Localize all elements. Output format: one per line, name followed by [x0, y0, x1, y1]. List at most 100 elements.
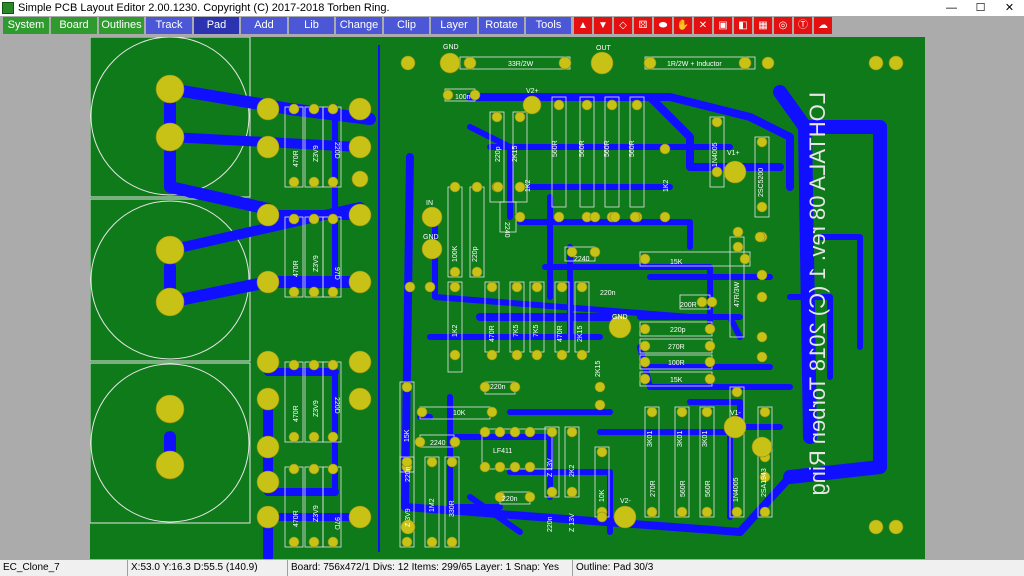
add-menu-button[interactable]: Add	[241, 17, 287, 34]
label-z3v9-a: Z3V9	[313, 145, 320, 162]
diamond-icon[interactable]: ◇	[614, 17, 632, 34]
label-220n-d: 220n	[405, 466, 412, 482]
outlines-menu-button[interactable]: Outlines	[99, 17, 144, 34]
label-470r-b: 470R	[293, 260, 300, 277]
label-z13v-a: Z 13V	[547, 458, 554, 477]
label-gnd: GND	[443, 44, 459, 51]
label-gnd-3: GND	[612, 314, 628, 321]
maximize-button[interactable]: ☐	[975, 2, 986, 14]
grid-icon[interactable]: ▦	[754, 17, 772, 34]
outline-left-boxes	[90, 37, 251, 524]
half-pad-icon[interactable]: ◧	[734, 17, 752, 34]
square-pad-icon[interactable]: ▣	[714, 17, 732, 34]
label-1n4005-b: 1N4005	[733, 477, 740, 502]
board-menu-button[interactable]: Board	[51, 17, 97, 34]
label-1m2: 1M2	[429, 498, 436, 512]
label-100k: 100K	[452, 245, 459, 262]
label-560r-a: 560R	[552, 140, 559, 157]
label-220d-c: 220D	[333, 397, 340, 414]
label-lf411: LF411	[493, 448, 512, 455]
label-470r-d: 470R	[293, 510, 300, 527]
clip-menu-button[interactable]: Clip	[384, 17, 429, 34]
label-7k5-b: 7K5	[533, 324, 540, 337]
tools-menu-button[interactable]: Tools	[526, 17, 571, 34]
toolbar: System Board Outlines Track Pad Add Lib …	[0, 16, 1024, 36]
pcb-board[interactable]: GND 33R/2W OUT 1R/2W + Inductor 100n V2+…	[90, 37, 925, 559]
pads	[155, 51, 904, 548]
label-v1minus: V1-	[730, 410, 742, 417]
cloud-icon[interactable]: ☁	[814, 17, 832, 34]
label-10k-b: 10K	[599, 489, 606, 502]
label-2k15-c: 2K15	[595, 361, 602, 377]
label-v1plus: V1+	[727, 150, 740, 157]
cross-icon[interactable]: ✕	[694, 17, 712, 34]
label-2240-a: 2240	[503, 222, 510, 238]
layer-menu-button[interactable]: Layer	[431, 17, 477, 34]
status-board-info: Board: 756x472/1 Divs: 12 Items: 299/65 …	[288, 560, 573, 576]
label-7k5-a: 7K5	[513, 324, 520, 337]
circle-target-icon[interactable]: ◎	[774, 17, 792, 34]
label-330r: 330R	[449, 500, 456, 517]
label-2240-c: 2240	[430, 440, 446, 447]
t-circle-icon[interactable]: Ⓣ	[794, 17, 812, 34]
status-bar: EC_Clone_7 X:53.0 Y:16.3 D:55.5 (140.9) …	[0, 560, 1024, 576]
label-z3v9-b: Z3V9	[313, 255, 320, 272]
label-z13v-b: Z 13V	[569, 513, 576, 532]
label-gnd-2: GND	[423, 234, 439, 241]
triangle-up-icon[interactable]: ▲	[574, 17, 592, 34]
mirrored-copyright-text: LOHTALA 08 rev. 1 (C) 2018 Torben Ring	[805, 92, 830, 496]
label-220n-a: 220n	[600, 290, 616, 297]
status-coords: X:53.0 Y:16.3 D:55.5 (140.9)	[128, 560, 288, 576]
label-560r-b: 560R	[579, 140, 586, 157]
label-2k15-b: 2K15	[577, 326, 584, 342]
label-3k01-b: 3K01	[677, 431, 684, 447]
label-z3v9: Z 3V9	[405, 508, 412, 527]
hand-icon[interactable]: ✋	[674, 17, 692, 34]
label-2k2: 2K2	[569, 464, 576, 477]
label-97d-b: 97D	[333, 517, 340, 530]
label-z3v9-c: Z3V9	[313, 400, 320, 417]
label-1n4005-a: 1N4005	[712, 142, 719, 167]
label-47r: 47R/3W	[734, 281, 741, 307]
label-3k01-c: 3K01	[702, 431, 709, 447]
close-button[interactable]: ✕	[1004, 2, 1015, 14]
title-bar: Simple PCB Layout Editor 2.00.1230. Copy…	[0, 0, 1024, 16]
change-menu-button[interactable]: Change	[336, 17, 382, 34]
label-33r: 33R/2W	[508, 61, 534, 68]
pad-menu-button[interactable]: Pad	[194, 17, 239, 34]
label-200r: 200R	[680, 302, 697, 309]
pill-icon[interactable]: ⬬	[654, 17, 672, 34]
label-1k2-a: 1K2	[525, 179, 532, 192]
lib-menu-button[interactable]: Lib	[289, 17, 334, 34]
track-menu-button[interactable]: Track	[146, 17, 192, 34]
label-2240-b: 2240	[574, 256, 590, 263]
label-220d: 220D	[333, 142, 340, 159]
workspace: GND 33R/2W OUT 1R/2W + Inductor 100n V2+…	[0, 36, 1024, 560]
label-100n: 100n	[455, 94, 471, 101]
silkscreen-labels-vertical: 470R Z3V9 220D 470R Z3V9 97D 470R Z3V9 2…	[293, 140, 768, 532]
dice-icon[interactable]: ⚄	[634, 17, 652, 34]
label-2sc5200: 2SC5200	[758, 168, 765, 197]
label-out: OUT	[596, 45, 612, 52]
label-560r-e: 560R	[680, 480, 687, 497]
status-outline: Outline: Pad 30/3	[576, 562, 654, 573]
label-15k-b: 15K	[670, 377, 683, 384]
label-220n-e: 220n	[502, 496, 518, 503]
label-470r-a: 470R	[293, 150, 300, 167]
label-2sa1943: 2SA1943	[761, 468, 768, 497]
label-in: IN	[426, 200, 433, 207]
label-470r-c: 470R	[293, 405, 300, 422]
window-title: Simple PCB Layout Editor 2.00.1230. Copy…	[18, 2, 390, 14]
label-v2plus: V2+	[526, 88, 539, 95]
label-1k2-b: 1K2	[663, 179, 670, 192]
label-470r-b2: 470R	[557, 325, 564, 342]
label-1k2-c: 1K2	[452, 324, 459, 337]
system-menu-button[interactable]: System	[3, 17, 49, 34]
label-10k-a: 10K	[453, 410, 466, 417]
triangle-down-icon[interactable]: ▼	[594, 17, 612, 34]
status-component: EC_Clone_7	[0, 560, 128, 576]
minimize-button[interactable]: —	[946, 2, 957, 14]
rotate-menu-button[interactable]: Rotate	[479, 17, 524, 34]
app-icon	[2, 2, 14, 14]
label-560r-f: 560R	[705, 480, 712, 497]
